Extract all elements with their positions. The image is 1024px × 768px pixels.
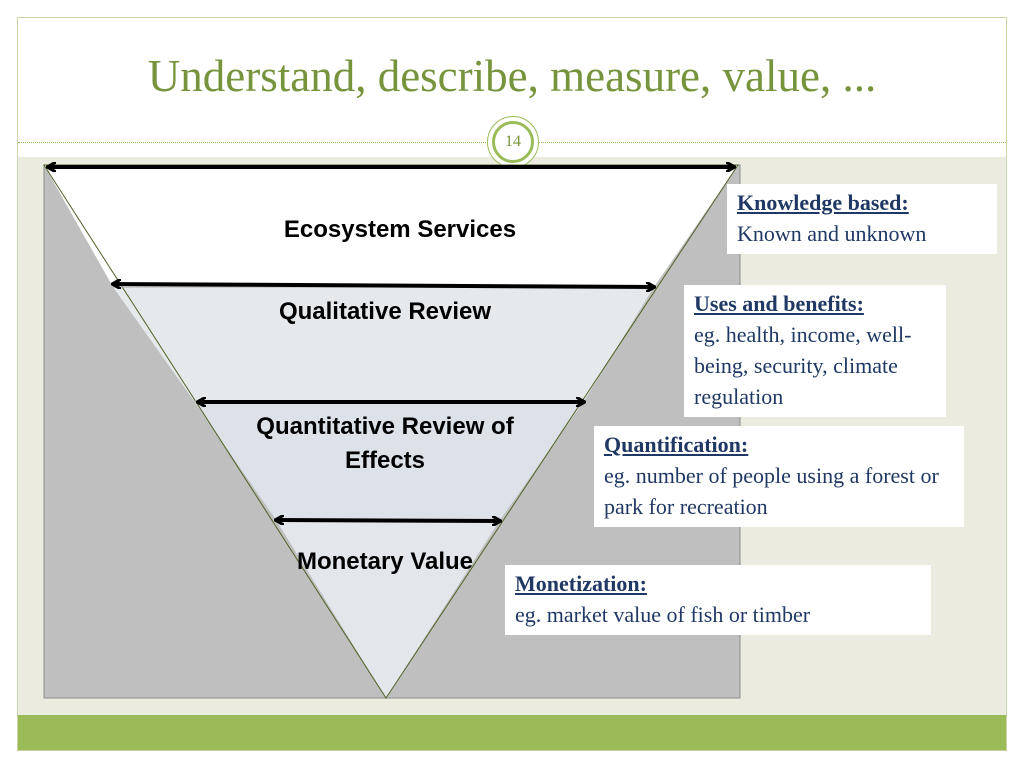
level-label-qualitative-review: Qualitative Review (278, 298, 492, 325)
callout-body: Known and unknown (737, 221, 927, 246)
callout-monetization: Monetization: eg. market value of fish o… (505, 565, 931, 635)
width-arrow-2 (113, 284, 654, 287)
level-label-quantitative-review: Quantitative Review of Effects (256, 413, 514, 474)
callout-heading: Knowledge based: (737, 190, 909, 215)
callout-body: eg. market value of fish or timber (515, 602, 811, 627)
callout-body: eg. number of people using a forest or p… (604, 463, 939, 519)
callout-knowledge-based: Knowledge based: Known and unknown (727, 184, 997, 254)
callout-quantification: Quantification: eg. number of people usi… (594, 426, 964, 527)
callout-body: eg. health, income, well-being, security… (694, 322, 912, 409)
funnel-level-4 (276, 520, 500, 698)
level-label-ecosystem-services: Ecosystem Services (283, 216, 517, 243)
callout-heading: Quantification: (604, 432, 749, 457)
callout-uses-and-benefits: Uses and benefits: eg. health, income, w… (684, 285, 946, 417)
callout-heading: Uses and benefits: (694, 291, 864, 316)
slide-title: Understand, describe, measure, value, ..… (147, 51, 877, 101)
funnel-level-2 (113, 287, 654, 401)
page-number: 14 (492, 121, 534, 163)
funnel-level-3 (194, 401, 584, 520)
footer-bar (18, 715, 1006, 750)
funnel-level-1 (44, 165, 738, 287)
level-label-monetary-value: Monetary Value (296, 548, 474, 575)
width-arrow-4 (276, 520, 500, 521)
callout-heading: Monetization: (515, 571, 647, 596)
